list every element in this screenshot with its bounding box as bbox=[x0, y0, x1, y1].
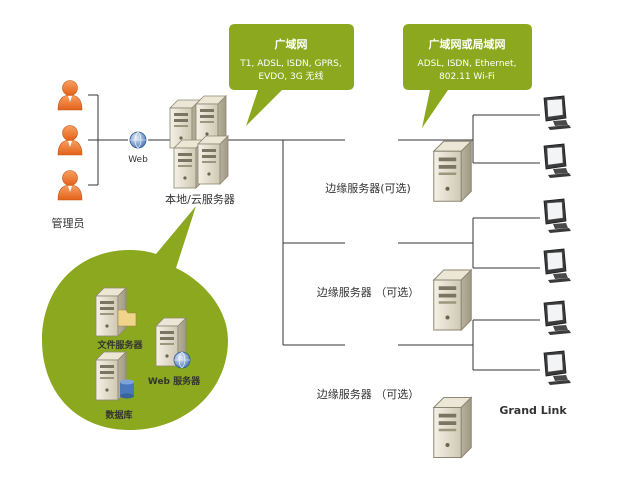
admin-label: 管理员 bbox=[52, 216, 85, 230]
edge-server-2: 边缘服务器 （可选） bbox=[317, 269, 472, 331]
database-label: 数据库 bbox=[105, 409, 132, 421]
edge-server-3: 边缘服务器 （可选） bbox=[317, 388, 472, 459]
admin-group: 管理员 bbox=[52, 80, 85, 230]
callout-wan-title: 广域网 bbox=[275, 37, 308, 51]
clients-label: Grand Link bbox=[499, 404, 567, 417]
callout-lan-line2: 802.11 Wi-Fi bbox=[439, 72, 495, 82]
callout-lan-line1: ADSL, ISDN, Ethernet, bbox=[418, 59, 517, 69]
server-cluster-icon bbox=[169, 95, 229, 189]
server-icon bbox=[433, 396, 472, 459]
monitor-icon bbox=[543, 198, 572, 234]
web-server-label: Web 服务器 bbox=[148, 375, 201, 387]
central-server-label: 本地/云服务器 bbox=[165, 192, 235, 206]
local-services-bubble: 文件服务器 Web 服务器 数据库 bbox=[42, 206, 228, 430]
edge-server-label: 边缘服务器 （可选） bbox=[317, 286, 420, 299]
person-icon bbox=[57, 170, 83, 201]
callout-lan-bubble bbox=[403, 24, 532, 128]
server-icon bbox=[433, 140, 472, 202]
person-icon bbox=[57, 80, 83, 111]
monitor-icon bbox=[543, 248, 572, 284]
callout-lan-title: 广域网或局域网 bbox=[429, 37, 506, 51]
monitor-icon bbox=[543, 143, 572, 179]
edge-server-label: 边缘服务器 （可选） bbox=[317, 388, 420, 401]
web-server: Web 服务器 bbox=[148, 317, 201, 387]
connection-lines bbox=[88, 94, 540, 371]
person-icon bbox=[57, 125, 83, 156]
database-icon bbox=[120, 379, 134, 399]
central-server: 本地/云服务器 bbox=[165, 95, 235, 206]
monitor-icon bbox=[543, 95, 572, 131]
client-monitors: Grand Link bbox=[499, 95, 572, 417]
callout-wan: 广域网 T1, ADSL, ISDN, GPRS, EVDO, 3G 无线 bbox=[229, 24, 354, 126]
web-link-label: Web bbox=[128, 155, 148, 165]
callout-wan-bubble bbox=[229, 24, 354, 126]
file-server-label: 文件服务器 bbox=[96, 339, 143, 351]
server-icon bbox=[433, 269, 472, 331]
monitor-icon bbox=[543, 300, 572, 336]
database-server: 数据库 bbox=[95, 351, 134, 421]
web-link: Web bbox=[128, 131, 148, 165]
folder-icon bbox=[117, 309, 137, 327]
edge-server-1: 边缘服务器(可选) bbox=[325, 140, 472, 202]
edge-server-label: 边缘服务器(可选) bbox=[325, 182, 411, 195]
callout-wan-line2: EVDO, 3G 无线 bbox=[258, 70, 323, 82]
callout-wan-line1: T1, ADSL, ISDN, GPRS, bbox=[239, 59, 341, 69]
callout-lan: 广域网或局域网 ADSL, ISDN, Ethernet, 802.11 Wi-… bbox=[403, 24, 532, 128]
monitor-icon bbox=[543, 350, 572, 386]
file-server: 文件服务器 bbox=[95, 287, 143, 351]
